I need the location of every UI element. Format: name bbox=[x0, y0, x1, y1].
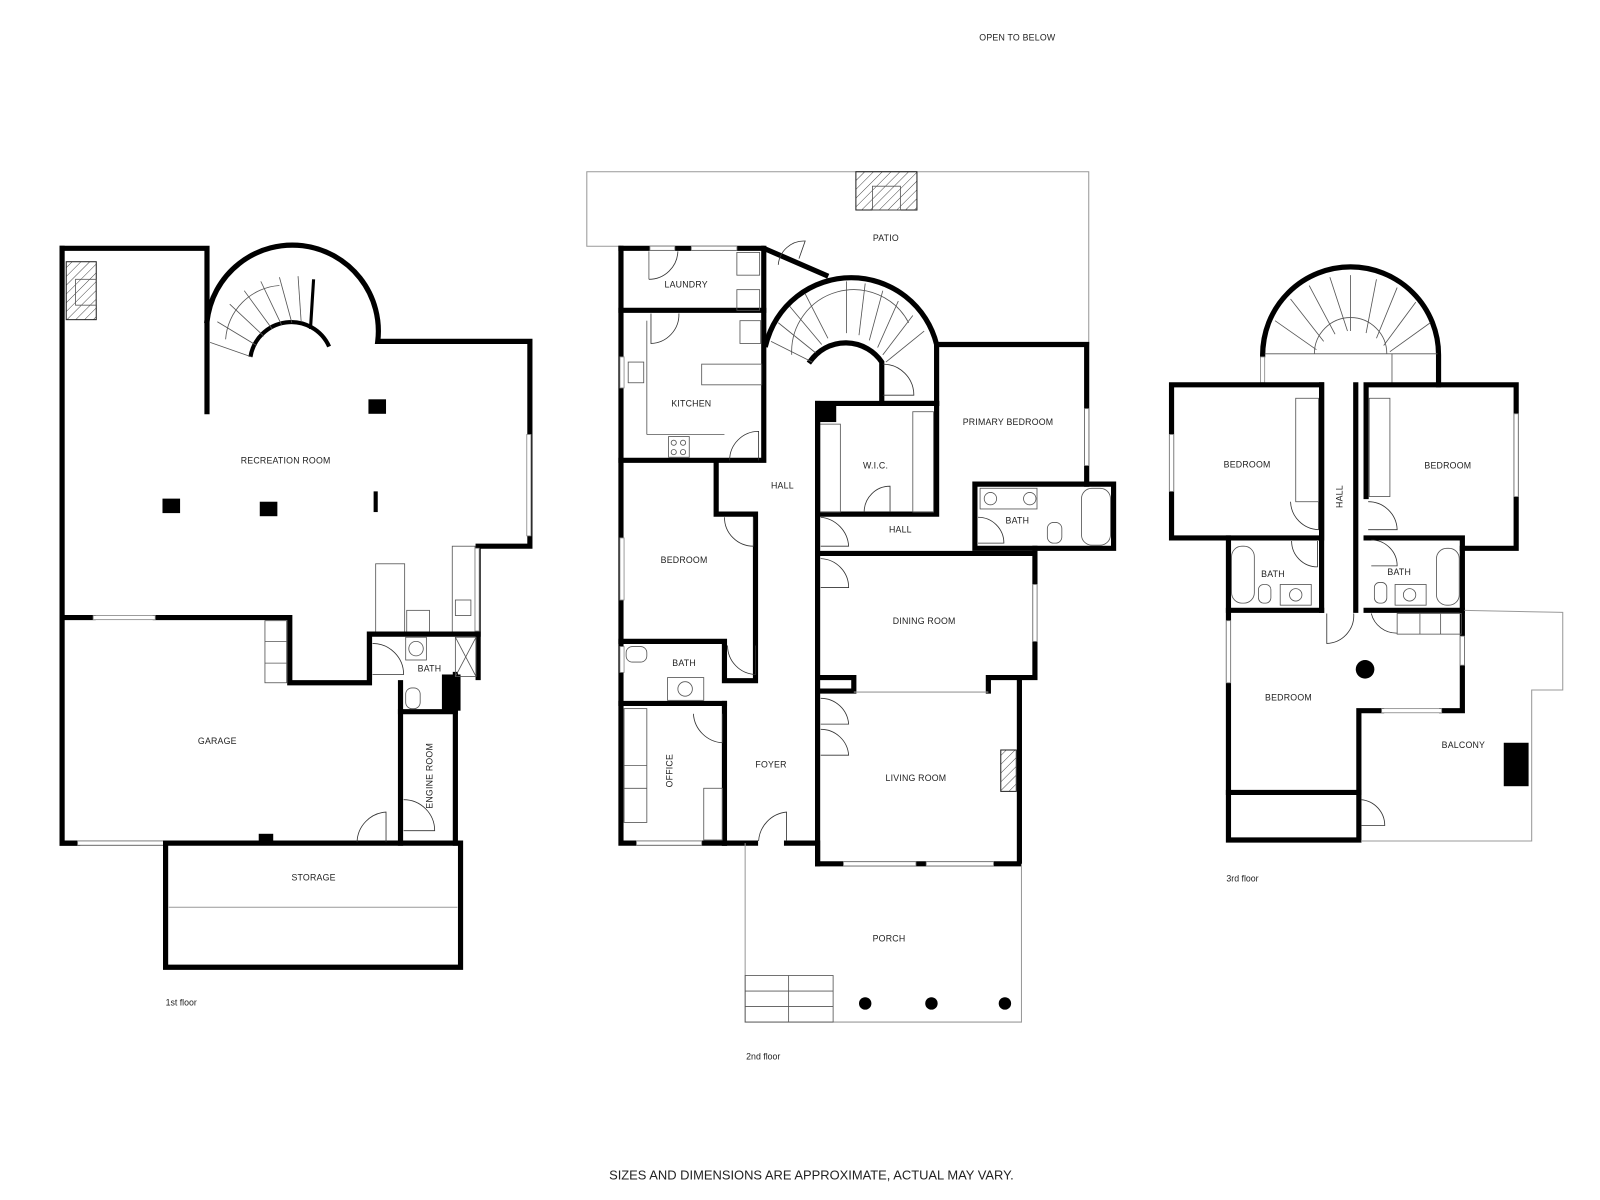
open-to-below-note: OPEN TO BELOW bbox=[979, 32, 1056, 42]
room-label-bedroom-3f-right: BEDROOM bbox=[1424, 461, 1471, 471]
room-label-bedroom-3f-left: BEDROOM bbox=[1224, 460, 1271, 470]
room-label-patio: PATIO bbox=[873, 233, 899, 243]
third-floor: HALL BEDROOM BEDROOM BATH BATH bbox=[1168, 264, 1564, 883]
floor-label-2nd: 2nd floor bbox=[746, 1051, 780, 1061]
second-floor: PATIO LAUNDRY KITCHEN bbox=[586, 171, 1117, 1061]
room-label-engine-room: ENGINE ROOM bbox=[425, 743, 435, 809]
room-label-bath-2f-left: BATH bbox=[672, 658, 696, 668]
room-label-hall-secondary: HALL bbox=[889, 525, 912, 535]
room-label-primary-bedroom: PRIMARY BEDROOM bbox=[963, 417, 1054, 427]
room-label-living-room: LIVING ROOM bbox=[885, 773, 946, 783]
room-label-dining-room: DINING ROOM bbox=[893, 616, 956, 626]
room-label-wic: W.I.C. bbox=[863, 461, 888, 471]
disclaimer-text: SIZES AND DIMENSIONS ARE APPROXIMATE, AC… bbox=[609, 1167, 1014, 1182]
room-label-office: OFFICE bbox=[665, 754, 675, 787]
room-label-kitchen: KITCHEN bbox=[671, 399, 711, 409]
room-label-bath-3f-left: BATH bbox=[1261, 569, 1285, 579]
room-label-bath-3f-right: BATH bbox=[1387, 567, 1411, 577]
room-label-recreation-room: RECREATION ROOM bbox=[241, 455, 331, 465]
fireplace-icon bbox=[65, 261, 97, 321]
room-label-porch: PORCH bbox=[873, 933, 906, 943]
room-label-hall-main: HALL bbox=[771, 480, 794, 490]
room-label-laundry: LAUNDRY bbox=[665, 280, 708, 290]
room-label-garage: GARAGE bbox=[198, 736, 237, 746]
room-label-foyer: FOYER bbox=[755, 760, 786, 770]
room-label-bedroom-2f: BEDROOM bbox=[661, 555, 708, 565]
room-label-bedroom-3f-bottom: BEDROOM bbox=[1265, 692, 1312, 702]
room-label-hall-3f: HALL bbox=[1334, 485, 1344, 508]
first-floor: BATH ENGINE ROOM RECREATION ROOM GARAGE … bbox=[59, 242, 533, 1008]
floor-label-1st: 1st floor bbox=[166, 998, 197, 1008]
floor-label-3rd: 3rd floor bbox=[1226, 873, 1258, 883]
room-label-balcony: BALCONY bbox=[1442, 740, 1485, 750]
outdoor-fireplace-icon bbox=[855, 171, 918, 211]
room-label-bath-1f: BATH bbox=[418, 663, 442, 673]
room-label-bath-primary: BATH bbox=[1006, 515, 1030, 525]
room-label-storage: STORAGE bbox=[291, 872, 335, 882]
